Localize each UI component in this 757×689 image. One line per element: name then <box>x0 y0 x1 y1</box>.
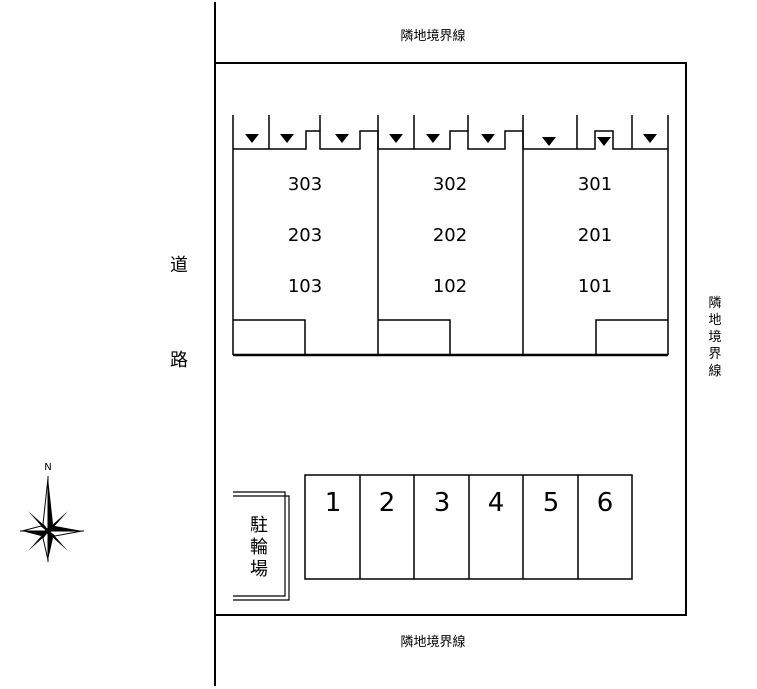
boundary-right-char: 線 <box>708 363 721 379</box>
balcony-triangle-icon <box>245 134 259 143</box>
apartment-building <box>232 115 669 357</box>
room-303: 303 <box>288 174 322 195</box>
room-201: 201 <box>578 225 612 246</box>
compass-rose-icon: N <box>20 462 84 562</box>
parking-space-3: 3 <box>434 488 451 518</box>
room-203: 203 <box>288 225 322 246</box>
road-label-char: 道 <box>170 255 188 276</box>
balcony-triangle-icon <box>335 134 349 143</box>
balcony-triangle-icon <box>389 134 403 143</box>
parking-space-6: 6 <box>597 488 614 518</box>
bicycle-parking: 駐 輪 場 <box>233 491 290 601</box>
balcony-triangle-icon <box>481 134 495 143</box>
car-parking: 1 2 3 4 5 6 <box>304 474 633 580</box>
balcony-triangle-icon <box>426 134 440 143</box>
boundary-right-char: 境 <box>708 330 721 345</box>
bicycle-parking-char: 輪 <box>250 537 268 558</box>
bicycle-parking-char: 場 <box>250 559 268 580</box>
room-302: 302 <box>433 174 467 195</box>
parking-space-4: 4 <box>488 488 505 518</box>
balcony-markers <box>245 134 657 146</box>
balcony-triangle-icon <box>643 134 657 143</box>
parking-space-2: 2 <box>379 488 396 518</box>
property-boundary <box>214 62 687 616</box>
boundary-right-char: 界 <box>708 347 721 362</box>
boundary-right-char: 地 <box>708 313 721 328</box>
balcony-triangle-icon <box>597 137 611 146</box>
road-label-char: 路 <box>170 350 188 371</box>
boundary-label-top: 隣地境界線 <box>400 28 465 44</box>
room-102: 102 <box>433 276 467 297</box>
room-202: 202 <box>433 225 467 246</box>
balcony-triangle-icon <box>280 134 294 143</box>
room-101: 101 <box>578 276 612 297</box>
compass-north-label: N <box>44 462 51 473</box>
boundary-label-right: 隣 地 境 界 線 <box>708 295 721 379</box>
boundary-label-bottom: 隣地境界線 <box>400 634 465 650</box>
bicycle-parking-char: 駐 <box>250 515 268 536</box>
boundary-right-char: 隣 <box>708 295 721 311</box>
parking-space-5: 5 <box>543 488 560 518</box>
balcony-triangle-icon <box>542 137 556 146</box>
room-103: 103 <box>288 276 322 297</box>
room-301: 301 <box>578 174 612 195</box>
parking-space-1: 1 <box>325 488 342 518</box>
